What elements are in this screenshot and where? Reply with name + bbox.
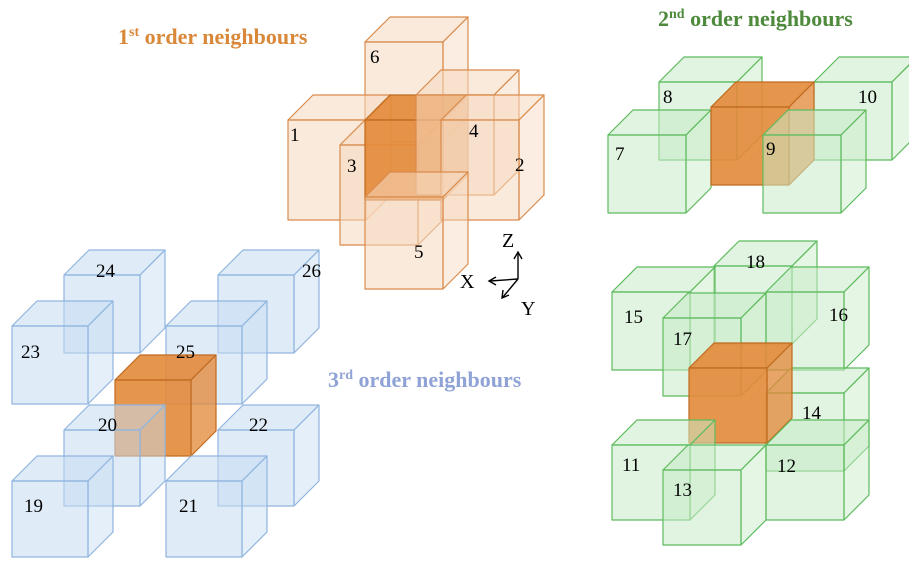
label-19: 19 bbox=[24, 496, 43, 517]
cube-7 bbox=[607, 109, 712, 214]
front-face bbox=[364, 196, 444, 290]
label-2: 2 bbox=[515, 155, 525, 176]
cube-2 bbox=[440, 94, 545, 221]
x-axis-label: X bbox=[460, 271, 475, 293]
first-order-title: 1st order neighbours bbox=[118, 24, 308, 49]
second-order-title: 2nd order neighbours bbox=[658, 6, 853, 31]
top-face bbox=[813, 56, 909, 83]
cube-21 bbox=[165, 455, 268, 558]
front-face bbox=[607, 134, 687, 214]
front-face bbox=[662, 469, 742, 546]
y-axis-line bbox=[502, 278, 519, 298]
front-face bbox=[165, 480, 243, 558]
label-20: 20 bbox=[98, 415, 117, 436]
front-face bbox=[11, 480, 89, 558]
axis-triad bbox=[487, 250, 523, 300]
label-24: 24 bbox=[96, 261, 116, 282]
cube-13 bbox=[662, 444, 767, 546]
label-6: 6 bbox=[370, 47, 380, 68]
label-17: 17 bbox=[673, 329, 692, 350]
label-14: 14 bbox=[802, 403, 822, 424]
label-12: 12 bbox=[777, 456, 796, 477]
label-3: 3 bbox=[347, 156, 357, 177]
label-25: 25 bbox=[176, 342, 195, 363]
label-5: 5 bbox=[414, 242, 424, 263]
neighbour-labels: 1 2 3 4 5 6 7 8 9 10 11 12 13 14 15 16 1… bbox=[21, 47, 877, 517]
label-15: 15 bbox=[624, 307, 643, 328]
label-22: 22 bbox=[249, 415, 268, 436]
label-4: 4 bbox=[469, 121, 479, 142]
label-26: 26 bbox=[302, 261, 321, 282]
label-1: 1 bbox=[290, 125, 300, 146]
cube-5 bbox=[364, 171, 469, 290]
label-7: 7 bbox=[615, 144, 625, 165]
cube-12 bbox=[765, 419, 870, 521]
cube-layer bbox=[11, 16, 909, 558]
label-21: 21 bbox=[179, 496, 198, 517]
label-11: 11 bbox=[622, 455, 640, 476]
front-face bbox=[11, 325, 89, 405]
z-axis-arrow bbox=[513, 250, 523, 260]
y-axis-label: Y bbox=[521, 298, 535, 320]
x-axis-arrow bbox=[487, 276, 497, 286]
label-8: 8 bbox=[663, 87, 673, 108]
cube-23 bbox=[11, 300, 114, 405]
cube-19 bbox=[11, 455, 114, 558]
label-18: 18 bbox=[746, 252, 765, 273]
front-face bbox=[762, 134, 842, 214]
z-axis-label: Z bbox=[502, 230, 514, 252]
label-13: 13 bbox=[673, 480, 692, 501]
cube-9 bbox=[762, 109, 867, 214]
third-order-title: 3rd order neighbours bbox=[328, 367, 522, 392]
label-16: 16 bbox=[829, 305, 848, 326]
label-23: 23 bbox=[21, 342, 40, 363]
x-axis-line bbox=[489, 278, 519, 282]
y-axis-arrow bbox=[501, 289, 510, 300]
label-9: 9 bbox=[766, 139, 776, 160]
label-10: 10 bbox=[858, 87, 877, 108]
